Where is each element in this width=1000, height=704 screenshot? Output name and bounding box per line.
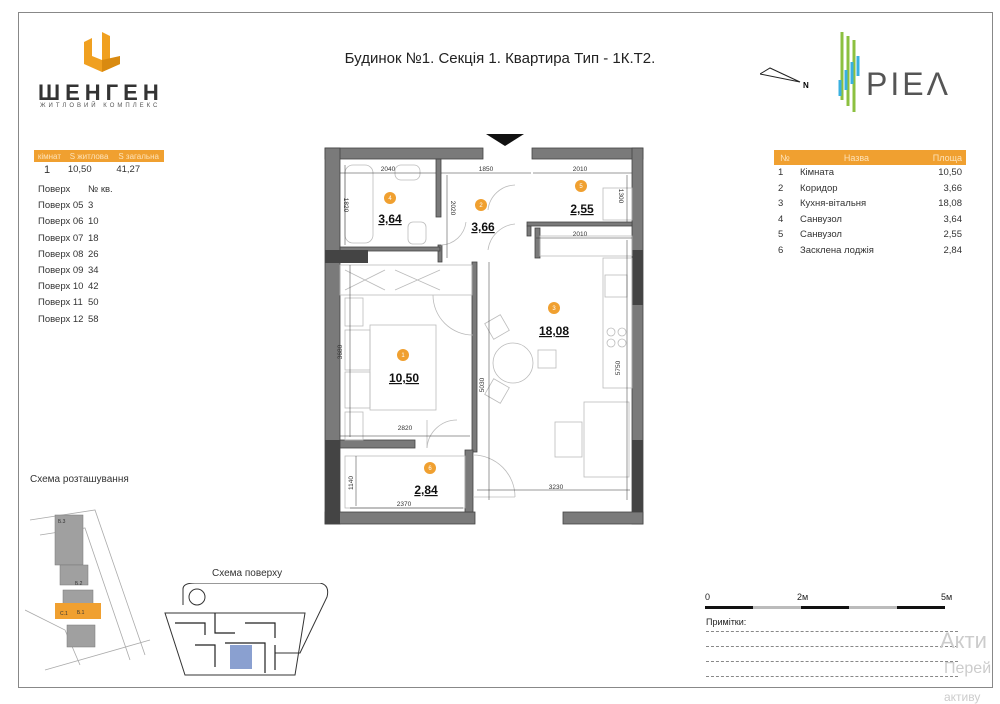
svg-text:3,64: 3,64	[378, 212, 402, 226]
svg-text:2040: 2040	[381, 166, 396, 173]
page-frame	[18, 12, 993, 688]
svg-text:6: 6	[428, 466, 432, 472]
svg-text:2,84: 2,84	[414, 483, 438, 497]
svg-text:2010: 2010	[573, 231, 588, 238]
svg-text:N: N	[803, 81, 809, 90]
shengen-logo-icon	[84, 32, 120, 72]
svg-text:Б.2: Б.2	[75, 581, 83, 587]
svg-text:5030: 5030	[479, 377, 486, 392]
north-arrow-icon: N	[760, 67, 809, 90]
svg-text:3: 3	[552, 306, 556, 312]
svg-text:3,66: 3,66	[471, 220, 495, 234]
svg-text:2370: 2370	[397, 501, 412, 508]
svg-text:Б.1: Б.1	[77, 610, 85, 616]
site-scheme-label: Схема розташування	[30, 474, 129, 485]
watermark-line: Перей	[944, 660, 992, 677]
svg-text:С.1: С.1	[60, 611, 68, 617]
svg-text:5750: 5750	[615, 360, 622, 375]
svg-text:1: 1	[401, 353, 405, 359]
svg-text:1850: 1850	[479, 166, 494, 173]
svg-text:10,50: 10,50	[389, 371, 419, 385]
svg-text:Б.3: Б.3	[58, 519, 66, 525]
svg-text:2010: 2010	[573, 166, 588, 173]
svg-text:4: 4	[388, 196, 392, 202]
shengen-logo-text: ШЕНГЕН	[38, 80, 164, 105]
svg-text:2: 2	[479, 203, 483, 209]
svg-text:3680: 3680	[337, 344, 344, 359]
notes-section: Примітки:	[706, 617, 958, 677]
notes-label: Примітки:	[706, 617, 747, 627]
shengen-logo-subtitle: ЖИТЛОВИЙ КОМПЛЕКС	[40, 103, 161, 109]
page-title: Будинок №1. Секція 1. Квартира Тип - 1К.…	[344, 50, 656, 67]
site-scheme-map: Б.3Б.2Б.1 С.1	[25, 509, 151, 671]
svg-text:3230: 3230	[549, 484, 564, 491]
svg-text:2820: 2820	[398, 425, 413, 432]
watermark-line: Акти	[940, 628, 987, 653]
riel-logo-text: PIEΛ	[866, 66, 951, 102]
riel-logo-icon	[838, 32, 860, 112]
svg-text:1140: 1140	[348, 476, 355, 490]
scale-bar: 0 2м 5м	[705, 592, 955, 609]
watermark-line: активу	[944, 690, 981, 704]
floor-scheme-map	[164, 583, 329, 676]
floor-scheme-label: Схема поверху	[212, 568, 283, 579]
svg-text:2,55: 2,55	[570, 202, 594, 216]
svg-text:1820: 1820	[342, 198, 349, 213]
svg-text:5: 5	[579, 184, 583, 190]
svg-text:18,08: 18,08	[539, 324, 569, 338]
svg-text:2020: 2020	[449, 201, 456, 216]
svg-text:1300: 1300	[617, 189, 624, 204]
